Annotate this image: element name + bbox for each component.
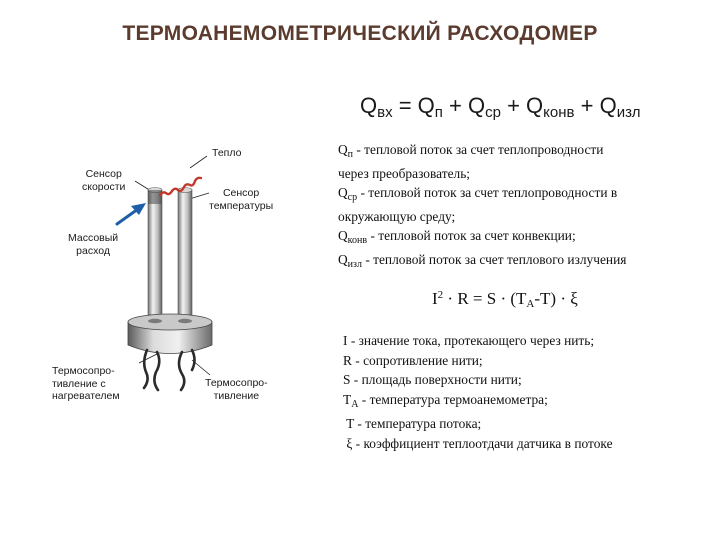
page-title: ТЕРМОАНЕМОМЕТРИЧЕСКИЙ РАСХОДОМЕР [122,22,598,45]
definition-line: Qконв - тепловой поток за счет конвекции… [338,228,576,246]
temperature-sensor-label: Сенсор температуры [209,187,274,212]
eq-term-symbol: Q [468,93,486,118]
eq-term-symbol: Q [417,93,435,118]
variable-line: R - сопротивление нити; [343,352,483,368]
heated-thermistor-label: Термосопро- тивление с нагревателем [52,365,120,402]
temperature-sensor-rod [177,187,193,316]
variable-line: ξ - коэффициент теплоотдачи датчика в по… [343,435,613,451]
heat-balance-equation: Qвх = Qп + Qср + Qконв + Qизл [360,93,641,121]
definition-line: окружающую среду; [338,209,456,224]
heat-wave-icon [158,176,203,197]
definition-line: Qп - тепловой поток за счет теплопроводн… [338,142,604,160]
variable-line: T - температура потока; [343,416,482,431]
thermistor-label: Термосопро- тивление [205,377,268,402]
eq-equals: = [392,93,418,118]
variable-line: TA - температура термоанемометра; [343,391,548,410]
eq-lhs-symbol: Q [360,93,378,118]
eq-term-sub: ср [485,104,501,121]
eq-plus: + [574,93,600,118]
mass-flow-arrow-icon [115,203,146,226]
eq-term-sub: изл [616,104,641,121]
heat-pointer-line [189,155,208,169]
variable-definitions: I - значение тока, протекающего через ни… [343,331,613,453]
eq-term-sub: п [434,104,443,121]
sensor-base [127,313,213,354]
definition-line: Qср - тепловой поток за счет теплопровод… [338,185,618,203]
eq-plus: + [442,93,468,118]
eq-term-sub: конв [543,104,575,121]
energy-balance-equation: I2 · R = S · (TA-T) · ξ [432,289,578,310]
velocity-sensor-rod [147,187,163,316]
eq-lhs-sub: вх [377,104,393,121]
eq-plus: + [500,93,527,118]
variable-line: I - значение тока, протекающего через ни… [343,333,595,348]
velocity-sensor-label: Сенсор скорости [82,168,126,193]
variable-line: S - площадь поверхности нити; [343,372,522,387]
heat-definitions: Qп - тепловой поток за счет теплопроводн… [338,140,626,274]
wire-leads [142,348,196,392]
eq-term-symbol: Q [599,93,617,118]
heat-label: Тепло [212,147,242,159]
eq-term-symbol: Q [526,93,544,118]
definition-line: Qизл - тепловой поток за счет теплового … [338,252,627,270]
definition-line: через преобразователь; [338,166,471,181]
heated-thermistor-pointer-line [138,353,158,364]
mass-flow-label: Массовый расход [68,232,119,257]
